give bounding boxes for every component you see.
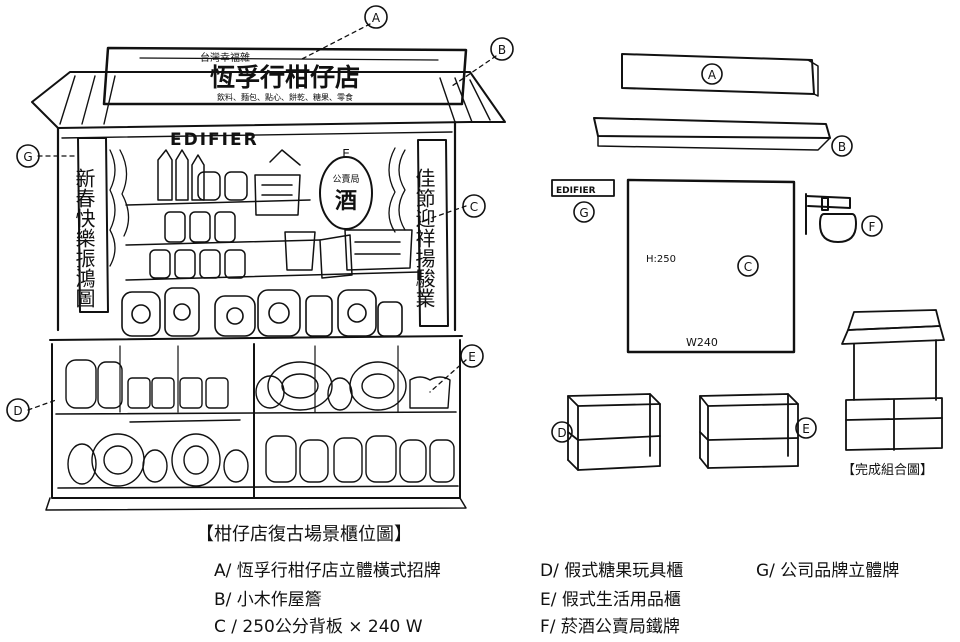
edifier-brand: EDIFIER bbox=[170, 130, 259, 150]
sign-subtitle: 飲料、麵包、點心、餅乾、糖果、零食 bbox=[217, 92, 353, 102]
complete-assembly-label: 【完成組合圖】 bbox=[842, 463, 933, 478]
callout-d-letter: D bbox=[13, 404, 22, 418]
callout-e2-circle bbox=[795, 417, 817, 439]
callout-c2-circle bbox=[737, 255, 759, 277]
lower-goods bbox=[65, 359, 455, 487]
part-g-brand-box bbox=[551, 179, 615, 197]
callout-a-letter: A bbox=[372, 11, 381, 25]
legend-item-d: D/ 假式糖果玩具櫃 bbox=[540, 561, 684, 581]
callout-f2-letter: F bbox=[869, 220, 876, 234]
wine-badge-oval bbox=[319, 156, 373, 230]
callout-g2-circle bbox=[573, 201, 595, 223]
legend-item-c: C / 250公分背板 × 240 W bbox=[214, 617, 423, 637]
callout-b2-letter: B bbox=[838, 140, 846, 154]
part-d-cabinet bbox=[567, 393, 661, 471]
callout-g-letter: G bbox=[23, 150, 32, 164]
speakers-row bbox=[121, 287, 403, 337]
legend-item-a: A/ 恆孚行柑仔店立體橫式招牌 bbox=[214, 561, 441, 581]
legend-item-e: E/ 假式生活用品櫃 bbox=[540, 590, 681, 610]
banner-left-text: 新春快樂振鴻圖 bbox=[72, 168, 96, 308]
wine-badge-top: 公賣局 bbox=[332, 173, 359, 185]
banner-right-board bbox=[417, 139, 449, 327]
callout-a2-letter: A bbox=[708, 68, 717, 82]
callout-d-circle bbox=[6, 398, 30, 422]
part-a-sign bbox=[621, 53, 815, 95]
callout-f2-circle bbox=[861, 215, 883, 237]
part-c-backboard bbox=[626, 178, 796, 354]
callout-g2-letter: G bbox=[579, 206, 588, 220]
complete-assembly bbox=[841, 309, 945, 451]
callout-c2-letter: C bbox=[744, 260, 752, 274]
callout-e2-letter: E bbox=[802, 422, 810, 436]
legend-item-b: B/ 小木作屋簷 bbox=[214, 590, 322, 610]
callout-d2-letter: D bbox=[557, 426, 566, 440]
part-b-eave bbox=[593, 117, 831, 139]
upper-shelves bbox=[109, 147, 421, 281]
callout-e-inner: E bbox=[342, 147, 350, 161]
sign-small-tag: 台灣幸福雜 bbox=[200, 51, 250, 64]
backboard-height: H:250 bbox=[646, 254, 676, 265]
part-f-wine-plate bbox=[805, 193, 857, 243]
banner-left-board bbox=[77, 137, 109, 313]
part-e-cabinet bbox=[699, 393, 799, 469]
brand-small-text: EDIFIER bbox=[556, 186, 596, 196]
shop-illustration bbox=[27, 23, 506, 511]
callout-c-letter: C bbox=[470, 200, 478, 214]
legend-item-f: F/ 菸酒公賣局鐵牌 bbox=[540, 617, 680, 637]
callout-a2-circle bbox=[701, 63, 723, 85]
callout-b-circle bbox=[490, 37, 514, 61]
wine-badge-main: 酒 bbox=[335, 189, 357, 214]
callout-e-letter: E bbox=[468, 350, 476, 364]
callout-b2-circle bbox=[831, 135, 853, 157]
callout-a-circle bbox=[364, 5, 388, 29]
callout-c-circle bbox=[462, 194, 486, 218]
banner-right-text: 佳節迎祥揚駿業 bbox=[412, 168, 436, 308]
sign-title: 恆孚行柑仔店 bbox=[210, 63, 360, 92]
callout-g-circle bbox=[16, 144, 40, 168]
callout-d2-circle bbox=[551, 421, 573, 443]
callout-e-circle bbox=[460, 344, 484, 368]
legend-item-g: G/ 公司品牌立體牌 bbox=[756, 561, 900, 581]
shop-sign-board bbox=[102, 46, 468, 106]
callout-b-letter: B bbox=[498, 43, 506, 57]
backboard-width: W240 bbox=[686, 336, 718, 349]
lower-cabinet bbox=[45, 335, 467, 511]
legend-title: 【柑仔店復古場景櫃位圖】 bbox=[196, 524, 412, 545]
